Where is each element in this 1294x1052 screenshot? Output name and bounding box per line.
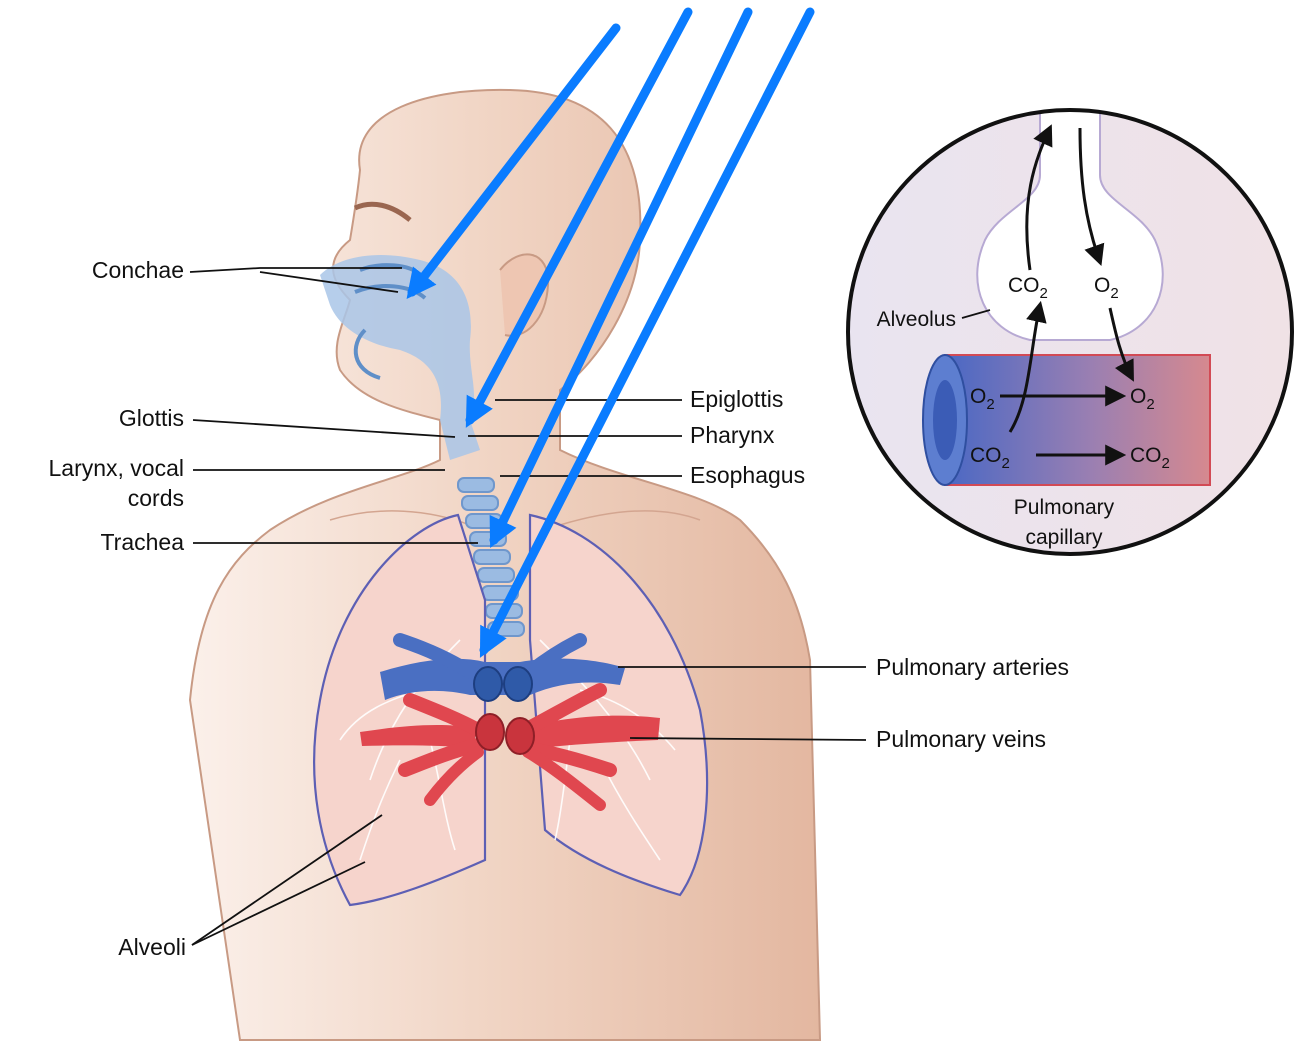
label-esophagus: Esophagus [690,462,805,488]
label-larynx-line2: cords [128,485,184,511]
gas-exchange-inset: CO2 O2 Alveolus O2 O2 CO2 CO2 Pulmonary … [848,100,1292,554]
inset-label-capillary-line1: Pulmonary [1014,496,1115,519]
label-epiglottis: Epiglottis [690,386,783,412]
body-silhouette [190,90,820,1040]
label-alveoli: Alveoli [118,934,186,960]
inset-label-alveolus: Alveolus [877,308,956,331]
label-pharynx: Pharynx [690,422,775,448]
label-pulmonary-veins: Pulmonary veins [876,726,1046,752]
label-larynx-line1: Larynx, vocal [48,455,184,481]
label-trachea: Trachea [100,529,184,555]
label-pulmonary-arteries: Pulmonary arteries [876,654,1069,680]
inset-label-capillary-line2: capillary [1025,526,1103,549]
label-conchae: Conchae [92,257,184,283]
label-glottis: Glottis [119,405,184,431]
